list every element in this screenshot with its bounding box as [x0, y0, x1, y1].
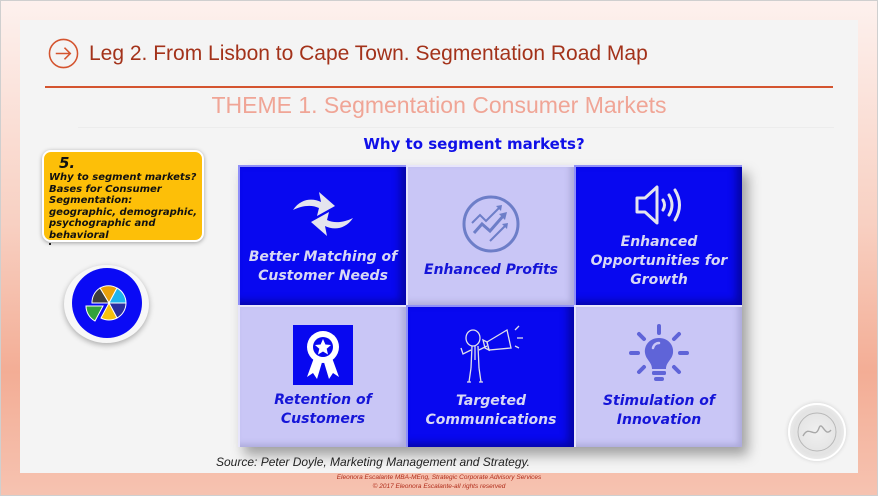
callout-number: 5. — [59, 154, 76, 172]
tile-label: Targeted Communications — [425, 393, 557, 428]
tile-label: Enhanced Profits — [424, 261, 558, 278]
swap-arrows-icon — [293, 192, 353, 236]
tile-label: Stimulation of Innovation — [602, 393, 716, 428]
lightbulb-icon — [629, 324, 689, 381]
tile-label: Enhanced Opportunities for Growth — [590, 233, 728, 288]
tile-retention: Retention of Customers — [238, 305, 406, 447]
source-citation: Source: Peter Doyle, Marketing Managemen… — [216, 455, 530, 469]
tile-better-matching: Better Matching of Customer Needs — [238, 165, 406, 305]
copyright-footer: Eleonora Escalante MBA-MEng, Strategic C… — [0, 473, 878, 491]
tile-label: Retention of Customers — [274, 392, 372, 427]
bullet-dot — [49, 243, 51, 245]
megaphone-person-icon — [460, 325, 523, 383]
tile-enhanced-profits: Enhanced Profits — [406, 165, 574, 305]
footer-line-author: Eleonora Escalante MBA-MEng, Strategic C… — [336, 474, 542, 481]
tile-label: Better Matching of Customer Needs — [248, 249, 398, 284]
segmentation-badge — [72, 268, 142, 338]
footer-line-copyright: © 2017 Eleonora Escalante-all rights res… — [372, 483, 506, 490]
title-row: Leg 2. From Lisbon to Cape Town. Segment… — [48, 38, 648, 69]
topic-callout: 5. Why to segment markets? Bases for Con… — [42, 150, 204, 242]
benefits-grid: Better Matching of Customer Needs Enhanc… — [238, 165, 742, 447]
tile-growth-opportunities: Enhanced Opportunities for Growth — [574, 165, 742, 305]
signature-seal-icon — [797, 412, 837, 452]
speaker-icon — [635, 185, 681, 224]
subtitle-divider — [78, 127, 834, 128]
slide-title: Leg 2. From Lisbon to Cape Town. Segment… — [89, 41, 648, 65]
section-question: Why to segment markets? — [363, 135, 585, 153]
tile-innovation: Stimulation of Innovation — [574, 305, 742, 447]
tile-targeted-communications: Targeted Communications — [406, 305, 574, 447]
callout-text: Why to segment markets? Bases for Consum… — [49, 172, 198, 241]
author-seal — [788, 403, 846, 461]
award-ribbon-icon — [293, 325, 353, 385]
circle-arrow-right-icon — [48, 38, 79, 69]
slide-subtitle: THEME 1. Segmentation Consumer Markets — [211, 92, 667, 118]
growth-chart-icon — [462, 195, 520, 252]
pie-segments-icon — [85, 285, 127, 322]
title-divider — [45, 86, 833, 88]
